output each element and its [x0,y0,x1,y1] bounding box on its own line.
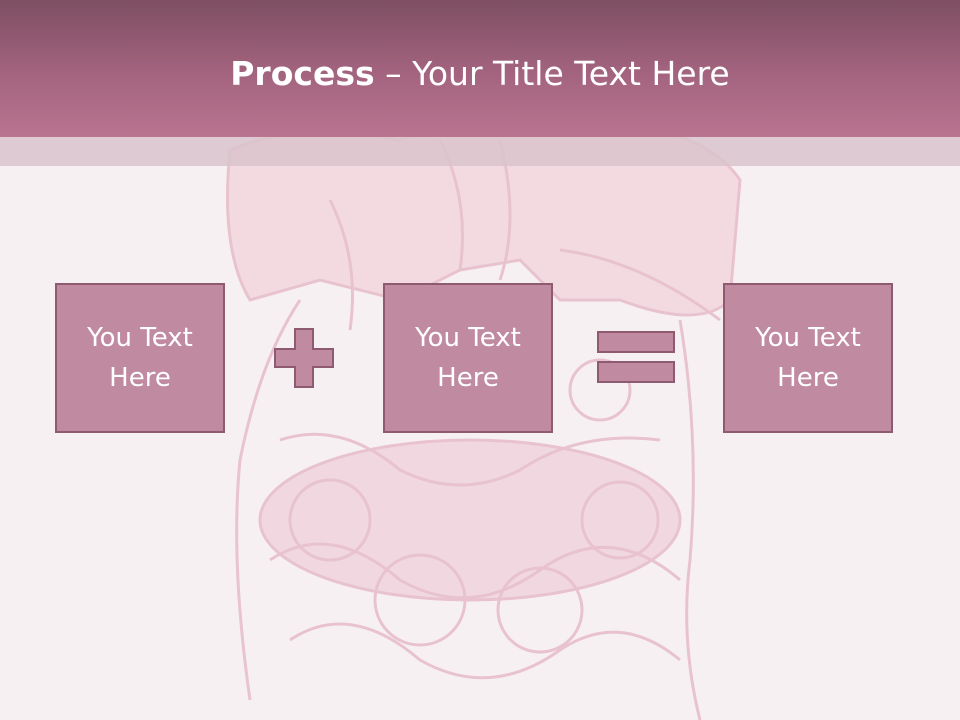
process-box-3[interactable]: You Text Here [723,283,893,433]
equals-icon [597,331,675,383]
slide-title: Process – Your Title Text Here [0,52,960,96]
process-box-1[interactable]: You Text Here [55,283,225,433]
process-box-2[interactable]: You Text Here [383,283,553,433]
slide-title-bold: Process [230,54,375,93]
plus-icon [274,328,334,388]
process-box-3-text: You Text Here [755,323,861,393]
process-box-2-text: You Text Here [415,323,521,393]
slide-title-rest: – Your Title Text Here [374,54,730,93]
process-box-1-text: You Text Here [87,323,193,393]
title-accent-strip [0,137,960,166]
title-bar [0,0,960,137]
